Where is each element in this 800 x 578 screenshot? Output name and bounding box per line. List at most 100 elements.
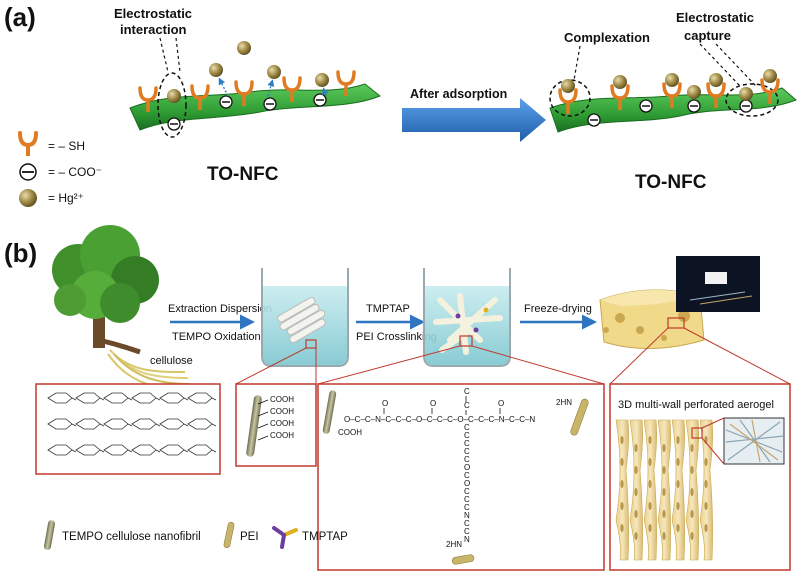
carboxylate-group-icon [313,93,327,107]
svg-text:N: N [464,535,470,544]
svg-text:O: O [382,399,388,408]
cooh-label-4: COOH [270,431,294,440]
step1-label-line2: TEMPO Oxidation [172,331,261,343]
complexation-label: Complexation [564,30,650,45]
carboxylate-group-icon [639,99,653,113]
electrostatic-capture-label-line1: Electrostatic [676,10,754,25]
legend-nanofibril: TEMPO cellulose nanofibril [43,520,201,550]
tmptap-icon [272,526,298,549]
mercury-ion-icon [561,79,575,93]
svg-text:C: C [464,439,470,448]
mercury-ion-icon [613,75,627,89]
legend-carboxylate: = – COO⁻ [19,163,102,181]
svg-text:C: C [464,527,470,536]
legend-tmptap-text: TMPTAP [302,531,348,543]
capture-highlight-ellipse [725,83,779,117]
step2-label-line1: TMPTAP [366,303,410,315]
thiol-group-icon [706,82,726,108]
mercury-ion-icon [687,85,701,99]
amine-label-top: 2HN [556,398,572,407]
svg-text:O: O [464,479,470,488]
after-adsorption-label: After adsorption [410,87,507,101]
thiol-group-icon [190,84,210,110]
cooh-nanofibril [246,395,269,457]
pei-icon [223,521,235,549]
mercury-ion-icon [167,89,181,103]
tree-illustration [52,225,159,355]
svg-text:C: C [464,401,470,410]
interaction-highlight-ellipse [157,72,187,138]
legend-tmptap: TMPTAP [272,526,348,549]
beaker-tempo-oxidation [261,268,349,367]
thiol-group-icon [558,88,578,114]
aerogel-walls [615,419,713,561]
svg-text:O: O [464,463,470,472]
svg-text:C: C [464,471,470,480]
panel-b-label: (b) [4,238,37,268]
legend-pei: PEI [223,521,259,549]
panel-a-label: (a) [4,2,36,32]
cellulose-structure [47,392,217,456]
carboxylate-group-icon [219,95,233,109]
cellulose-label: cellulose [150,355,193,367]
thiol-group-icon [610,84,630,110]
svg-text:C: C [464,447,470,456]
carboxylate-icon [19,163,37,181]
svg-text:C: C [464,503,470,512]
thiol-group-icon [336,70,356,96]
aerogel-fiber-inset [691,417,785,465]
crosslink-structure-box [317,383,605,571]
mercury-ion-icon [665,73,679,87]
svg-text:O: O [498,399,504,408]
legend-nanofibril-text: TEMPO cellulose nanofibril [62,531,201,543]
carboxylate-group-icon [587,113,601,127]
thiol-icon [18,131,38,156]
svg-text:N: N [464,511,470,520]
to-nfc-label-right: TO-NFC [635,172,707,193]
crosslink-structure: COOH O–C–C–N–C–C–C–O–C–C–C–O–C–C–C–N–C–C… [322,387,589,565]
carboxylate-group-icon [739,99,753,113]
legend-pei-text: PEI [240,531,259,543]
step3-label: Freeze-drying [524,303,592,315]
legend-carboxylate-text: = – COO⁻ [48,165,102,179]
crosslink-main-chain: O–C–C–N–C–C–C–O–C–C–C–O–C–C–C–N–C–C–N [344,415,535,424]
nanofibril-icon [43,520,55,550]
after-adsorption-arrow [402,98,546,142]
amine-label-bottom: 2HN [446,540,462,549]
mercury-ion-icon [763,69,777,83]
svg-text:C: C [464,387,470,396]
mercury-ion-icon [267,65,281,79]
thiol-group-icon [138,86,158,112]
carboxylate-group-icon [167,117,181,131]
svg-text:C: C [464,519,470,528]
step1-label-line1: Extraction Dispersion [168,303,272,315]
cooh-label-crosslink: COOH [338,428,362,437]
to-nfc-fiber-right [549,87,797,133]
cooh-label-3: COOH [270,419,294,428]
mercury-ion-icon [315,73,329,87]
cooh-label-1: COOH [270,395,294,404]
mercury-ion-icon [237,41,251,55]
thiol-group-icon [760,78,780,104]
cooh-label-2: COOH [270,407,294,416]
electrostatic-interaction-label-line1: Electrostatic [114,6,192,21]
mercury-ion-icon [19,189,37,207]
svg-text:C: C [464,431,470,440]
electrostatic-capture-label-line2: capture [684,28,731,43]
aerogel-title: 3D multi-wall perforated aerogel [618,399,774,411]
legend-mercury: = Hg²⁺ [19,189,84,207]
electrostatic-interaction-label-line2: interaction [120,22,187,37]
beaker-pei-crosslinking [423,268,511,367]
svg-text:C: C [464,495,470,504]
svg-text:O: O [430,399,436,408]
to-nfc-label-left: TO-NFC [207,164,279,185]
carboxylate-group-icon [687,99,701,113]
step2-label-line2: PEI Crosslinking [356,331,437,343]
aerogel-photo-inset [676,256,760,312]
svg-text:C: C [464,423,470,432]
mercury-ion-icon [209,63,223,77]
legend-thiol-text: = – SH [48,139,85,153]
complexation-highlight-ellipse [549,79,591,117]
thiol-group-icon [234,80,254,106]
